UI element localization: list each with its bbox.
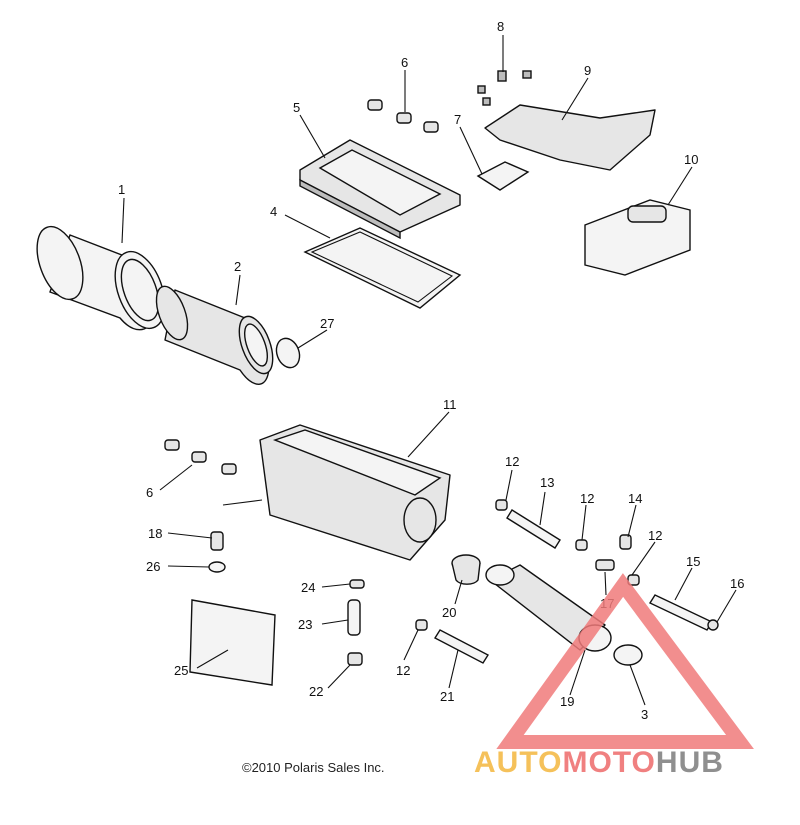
callout-18: 18	[148, 526, 162, 541]
part-24-clip	[349, 579, 365, 589]
callout-4: 4	[270, 204, 277, 219]
callout-26: 26	[146, 559, 160, 574]
svg-text:AUTOMOTOHUB: AUTOMOTOHUB	[474, 746, 724, 779]
copyright-text: ©2010 Polaris Sales Inc.	[242, 760, 385, 775]
part-23-tube	[347, 599, 361, 636]
callout-22: 22	[309, 684, 323, 699]
part-15-hose	[648, 594, 714, 631]
callout-12-a: 12	[505, 454, 519, 469]
part-1-outer-filter	[36, 225, 166, 331]
part-13-hose	[506, 509, 561, 549]
callout-6-lower: 6	[146, 485, 153, 500]
callout-10: 10	[684, 152, 698, 167]
part-8-screws	[477, 70, 532, 106]
part-10-foam-block	[584, 199, 691, 276]
part-14-clip	[619, 534, 632, 550]
callout-21: 21	[440, 689, 454, 704]
callout-12-b: 12	[580, 491, 594, 506]
callout-27: 27	[320, 316, 334, 331]
callout-24: 24	[301, 580, 315, 595]
part-5-airbox-lid	[299, 139, 461, 240]
part-26-washer	[208, 561, 226, 573]
callout-20: 20	[442, 605, 456, 620]
part-16-clip	[707, 619, 719, 631]
callout-23: 23	[298, 617, 312, 632]
callout-12-c: 12	[648, 528, 662, 543]
part-21-hose	[434, 629, 489, 664]
part-9-intake-duct	[484, 104, 656, 171]
callout-5: 5	[293, 100, 300, 115]
part-12-clamps	[415, 499, 640, 631]
part-22-fitting	[347, 652, 363, 666]
part-19-intake-boot	[485, 564, 612, 652]
callout-3: 3	[641, 707, 648, 722]
callout-16: 16	[730, 576, 744, 591]
watermark-logo: AUTOMOTOHUB	[474, 573, 754, 779]
part-7-seal	[476, 161, 530, 191]
callout-7: 7	[454, 112, 461, 127]
callout-12-d: 12	[396, 663, 410, 678]
callout-19: 19	[560, 694, 574, 709]
watermark-hub: HUB	[656, 746, 724, 779]
callout-13: 13	[540, 475, 554, 490]
callout-2: 2	[234, 259, 241, 274]
part-18-grommet	[210, 531, 224, 551]
part-17-fitting	[595, 559, 615, 571]
callout-9: 9	[584, 63, 591, 78]
watermark-auto: AUTO	[474, 746, 562, 779]
part-11-airbox-body	[259, 424, 451, 561]
part-25-drain-flap	[189, 599, 276, 686]
watermark-moto: MOTO	[562, 746, 655, 779]
callout-14: 14	[628, 491, 642, 506]
callout-1: 1	[118, 182, 125, 197]
callout-15: 15	[686, 554, 700, 569]
part-6-fittings-lower	[164, 439, 237, 475]
part-27-clamp	[275, 337, 301, 369]
part-3-clamp	[613, 644, 643, 666]
part-6-fittings-upper	[367, 99, 439, 133]
callout-labels: 1 2 3 4 5 6 6 7 8 9 10 11 12 12 12 12 13…	[118, 19, 744, 722]
part-4-gasket	[303, 227, 462, 309]
watermark-triangle	[496, 573, 754, 749]
part-2-filter-element	[155, 285, 274, 385]
leader-lines	[121, 35, 737, 706]
callout-25: 25	[174, 663, 188, 678]
callout-11: 11	[443, 397, 457, 412]
callout-8: 8	[497, 19, 504, 34]
part-20-coupler	[451, 554, 481, 585]
callout-6-upper: 6	[401, 55, 408, 70]
